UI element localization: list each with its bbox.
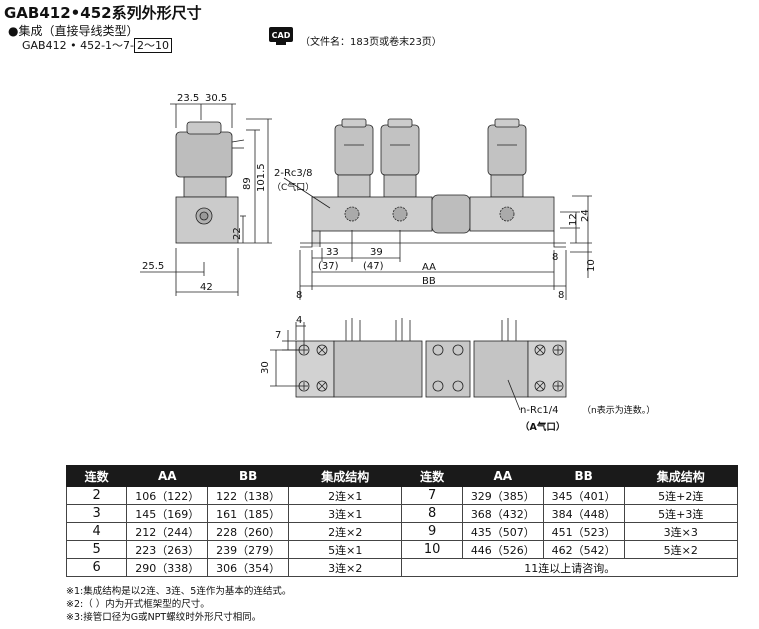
dim-port-a-label: （A气口）: [520, 421, 565, 433]
file-note: （文件名：183页或卷末23页）: [300, 37, 442, 48]
dim-port-c-label: （C气口）: [272, 181, 314, 193]
cell-structure: 3连×3: [623, 522, 739, 541]
col-count: 连数: [65, 465, 128, 487]
dim-39: 39: [370, 247, 383, 258]
model-range: 2〜10: [134, 38, 173, 53]
footnote-3: ※3:接管口径为G或NPT螺纹时外形尺寸相同。: [66, 612, 262, 623]
dim-8-right: 8: [558, 290, 564, 301]
dim-8-left: 8: [296, 290, 302, 301]
cell-aa: 446（526）: [461, 540, 544, 559]
dimension-table: 连数 AA BB 集成结构 连数 AA BB 集成结构 2 106（122） 1…: [65, 465, 739, 577]
cell-bb: 161（185）: [207, 504, 290, 523]
cell-structure: 5连×1: [288, 540, 403, 559]
cell-bb: 345（401）: [542, 486, 625, 505]
cell-bb: 451（523）: [542, 522, 625, 541]
dim-30: 30: [260, 361, 271, 374]
table-row: 6 290（338） 306（354） 3连×2 11连以上请咨询。: [65, 558, 738, 577]
cell-aa: 223（263）: [126, 540, 209, 559]
cell-aa: 368（432）: [461, 504, 544, 523]
table-header-row: 连数 AA BB 集成结构 连数 AA BB 集成结构: [65, 465, 739, 487]
dim-89: 89: [242, 177, 253, 190]
table-row: 2 106（122） 122（138） 2连×1 7 329（385） 345（…: [65, 486, 739, 505]
cell-count: 6: [65, 558, 128, 577]
dim-30-5: 30.5: [205, 93, 227, 104]
table-row: 5 223（263） 239（279） 5连×1 10 446（526） 462…: [65, 540, 739, 559]
dimension-drawing: 23.5 30.5 89 101.5 22 25.5 42 2-Rc3/8 （C…: [140, 93, 655, 433]
table-row: 3 145（169） 161（185） 3连×1 8 368（432） 384（…: [65, 504, 739, 523]
cell-bb: 122（138）: [207, 486, 290, 505]
cell-aa: 290（338）: [126, 558, 209, 577]
cell-structure: 2连×2: [288, 522, 403, 541]
side-view: [140, 103, 272, 296]
cell-count: 10: [401, 540, 463, 559]
front-view: [283, 118, 592, 300]
footnote-1: ※1:集成结构是以2连、3连、5连作为基本的连结式。: [66, 586, 292, 597]
cell-aa: 145（169）: [126, 504, 209, 523]
dim-22: 22: [232, 227, 243, 240]
dim-25-5: 25.5: [142, 261, 164, 272]
cell-structure: 2连×1: [288, 486, 403, 505]
dim-port-a: n-Rc1/4: [520, 405, 559, 416]
cell-structure: 3连×1: [288, 504, 403, 523]
table-row: 4 212（244） 228（260） 2连×2 9 435（507） 451（…: [65, 522, 739, 541]
cell-bb: 239（279）: [207, 540, 290, 559]
cell-count: 2: [65, 486, 128, 505]
dim-port-c: 2-Rc3/8: [274, 168, 313, 179]
top-view: [270, 318, 567, 411]
cell-structure: 5连+3连: [623, 504, 739, 523]
dim-42: 42: [200, 282, 213, 293]
dim-101-5: 101.5: [256, 163, 267, 192]
dim-12: 12: [568, 213, 579, 226]
dim-47: (47): [363, 261, 384, 272]
cell-structure: 5连+2连: [623, 486, 739, 505]
dim-24: 24: [580, 209, 591, 222]
col-structure: 集成结构: [288, 465, 403, 487]
cell-aa: 106（122）: [126, 486, 209, 505]
cell-count: 8: [401, 504, 463, 523]
cell-bb: 384（448）: [542, 504, 625, 523]
cell-count: 7: [401, 486, 463, 505]
col-bb-2: BB: [542, 465, 625, 487]
cell-count: 9: [401, 522, 463, 541]
dim-10: 10: [586, 259, 597, 272]
dim-4: 4: [296, 315, 302, 326]
dim-aa: AA: [422, 262, 436, 273]
col-count-2: 连数: [401, 465, 463, 487]
cell-count: 3: [65, 504, 128, 523]
col-aa-2: AA: [461, 465, 544, 487]
cell-consult-note: 11连以上请咨询。: [401, 558, 738, 577]
cell-aa: 212（244）: [126, 522, 209, 541]
cell-structure: 3连×2: [288, 558, 403, 577]
cad-icon[interactable]: CAD: [268, 26, 294, 46]
cell-bb: 306（354）: [207, 558, 290, 577]
cell-aa: 435（507）: [461, 522, 544, 541]
col-bb: BB: [207, 465, 290, 487]
cell-count: 5: [65, 540, 128, 559]
col-aa: AA: [126, 465, 209, 487]
cell-bb: 228（260）: [207, 522, 290, 541]
footnote-2: ※2:（ ）内为开式框架型的尺寸。: [66, 599, 210, 610]
page-title: GAB412•452系列外形尺寸: [4, 4, 202, 22]
cell-count: 4: [65, 522, 128, 541]
section-subtitle: ●集成（直接导线类型）: [8, 24, 139, 38]
dim-port-a-note: （n表示为连数。）: [582, 404, 655, 416]
cell-bb: 462（542）: [542, 540, 625, 559]
model-prefix: GAB412 • 452-1〜7-: [22, 39, 135, 52]
dim-37: (37): [318, 261, 339, 272]
dim-bb: BB: [422, 276, 436, 287]
dim-7: 7: [275, 330, 281, 341]
dim-23-5: 23.5: [177, 93, 199, 104]
dim-33: 33: [326, 247, 339, 258]
dim-8-foot: 8: [552, 252, 558, 263]
cad-label: CAD: [272, 31, 291, 40]
cell-aa: 329（385）: [461, 486, 544, 505]
model-code: GAB412 • 452-1〜7-2〜10: [22, 37, 173, 53]
cell-structure: 5连×2: [623, 540, 739, 559]
col-structure-2: 集成结构: [623, 465, 739, 487]
footnotes: ※1:集成结构是以2连、3连、5连作为基本的连结式。 ※2:（ ）内为开式框架型…: [66, 585, 291, 624]
